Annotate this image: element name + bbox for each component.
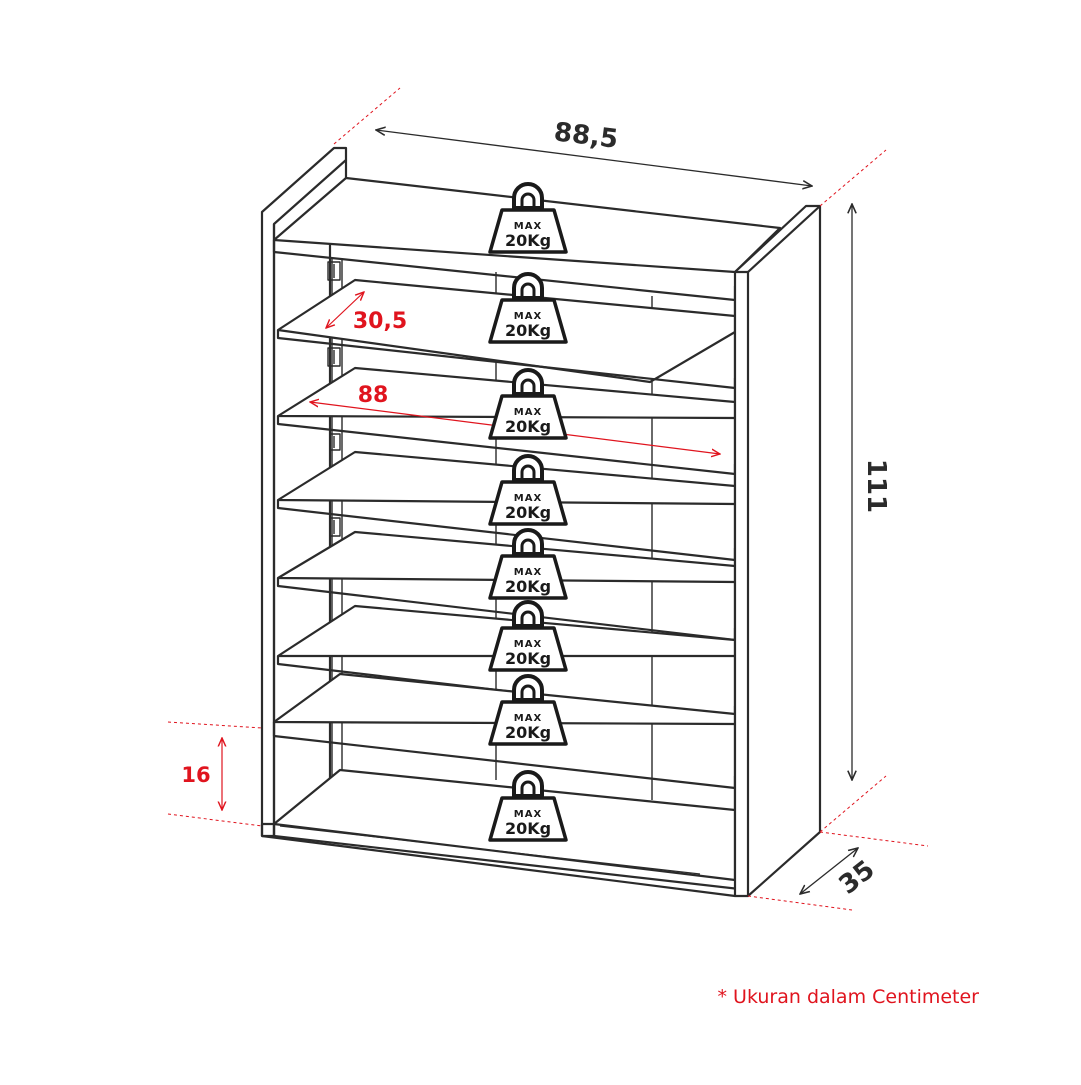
svg-text:MAX: MAX xyxy=(514,311,542,322)
weight-badges: MAX 20Kg MAX 20Kg MAX 20Kg MAX 20Kg xyxy=(488,182,568,842)
dim-bottom-gap: 16 xyxy=(181,738,222,810)
height-label: 111 xyxy=(861,459,891,513)
dim-width: 88,5 xyxy=(376,117,812,186)
inner-width-label: 88 xyxy=(358,383,389,408)
svg-text:MAX: MAX xyxy=(514,713,542,724)
weight-icon: MAX 20Kg xyxy=(488,368,568,440)
svg-text:MAX: MAX xyxy=(514,567,542,578)
dim-inner-depth: 30,5 xyxy=(326,292,407,334)
svg-text:MAX: MAX xyxy=(514,407,542,418)
svg-text:MAX: MAX xyxy=(514,221,542,232)
units-footnote: * Ukuran dalam Centimeter xyxy=(717,986,980,1008)
svg-text:20Kg: 20Kg xyxy=(505,417,551,436)
svg-text:20Kg: 20Kg xyxy=(505,231,551,250)
weight-icon: MAX 20Kg xyxy=(488,600,568,672)
front-plinth xyxy=(260,822,736,898)
weight-icon: MAX 20Kg xyxy=(488,674,568,746)
weight-icon: MAX 20Kg xyxy=(488,182,568,254)
svg-text:20Kg: 20Kg xyxy=(505,321,551,340)
svg-text:20Kg: 20Kg xyxy=(505,819,551,838)
inner-depth-label: 30,5 xyxy=(353,309,407,334)
weight-icon: MAX 20Kg xyxy=(488,454,568,526)
weight-icon: MAX 20Kg xyxy=(488,272,568,344)
svg-text:MAX: MAX xyxy=(514,493,542,504)
svg-text:20Kg: 20Kg xyxy=(505,503,551,522)
guide-lines xyxy=(167,87,929,911)
weight-icon: MAX 20Kg xyxy=(488,528,568,600)
svg-text:20Kg: 20Kg xyxy=(505,723,551,742)
svg-text:MAX: MAX xyxy=(514,809,542,820)
svg-text:20Kg: 20Kg xyxy=(505,577,551,596)
dim-height: 111 xyxy=(852,204,891,780)
weight-icon: MAX 20Kg xyxy=(488,770,568,842)
svg-text:20Kg: 20Kg xyxy=(505,649,551,668)
svg-text:MAX: MAX xyxy=(514,639,542,650)
bottom-gap-label: 16 xyxy=(181,763,210,787)
dim-depth: 35 xyxy=(800,848,881,901)
width-label: 88,5 xyxy=(552,117,619,155)
